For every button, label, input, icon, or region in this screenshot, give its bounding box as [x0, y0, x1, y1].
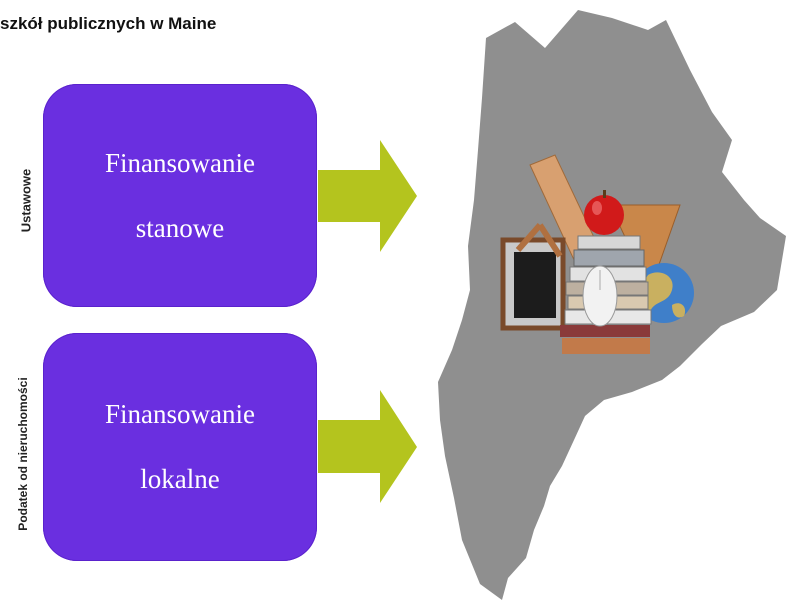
state-funding-line2: stanowe — [135, 212, 225, 243]
local-funding-line1: Finansowanie — [105, 399, 255, 429]
local-funding-box: Finansowanie lokalne — [43, 333, 317, 561]
diagram-title: szkół publicznych w Maine — [0, 14, 217, 33]
state-funding-line1: Finansowanie — [105, 147, 255, 178]
local-funding-line2: lokalne — [140, 464, 220, 494]
state-funding-box: Finansowanie stanowe — [43, 84, 317, 307]
